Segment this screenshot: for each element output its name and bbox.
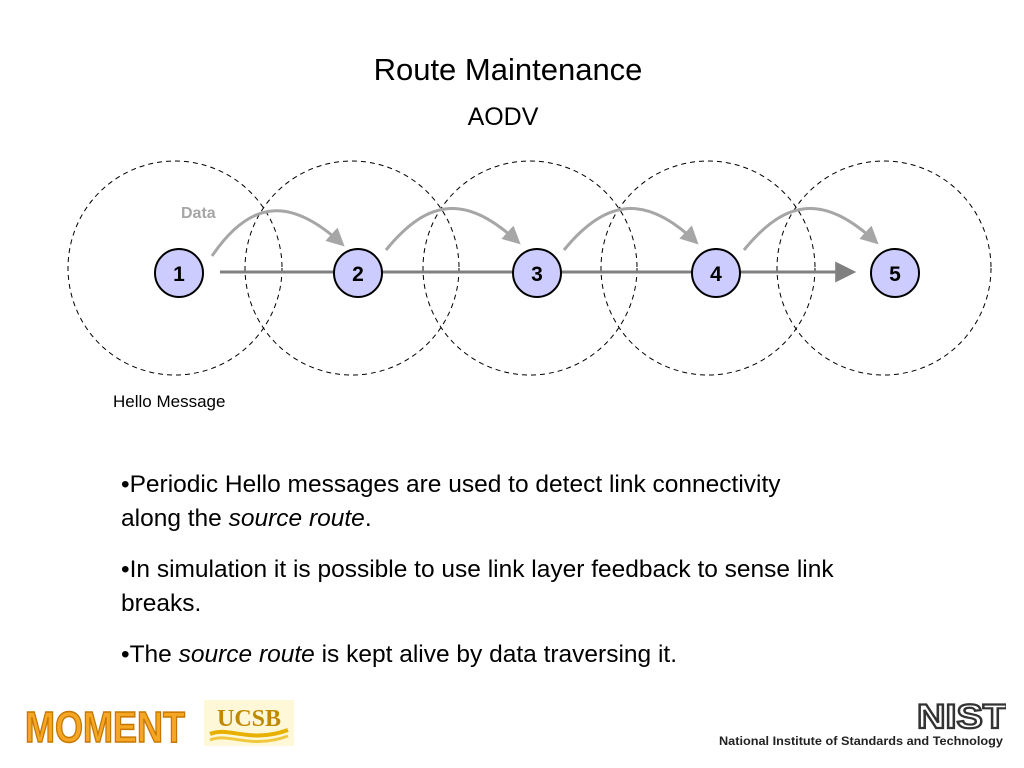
range-circle-2 — [244, 160, 460, 376]
node-4-label: 4 — [710, 263, 722, 286]
node-5: 5 — [870, 248, 920, 298]
moment-logo: MOMENT — [24, 702, 186, 750]
node-3-label: 3 — [531, 263, 543, 286]
nist-full-name: National Institute of Standards and Tech… — [719, 736, 1004, 748]
ucsb-logo: UCSB — [204, 700, 294, 746]
data-arc-1-2 — [210, 209, 345, 257]
ucsb-logo-text: UCSB — [217, 706, 281, 732]
range-circle-1 — [67, 160, 283, 376]
bullet-list: •Periodic Hello messages are used to det… — [121, 468, 841, 689]
node-1: 1 — [154, 248, 204, 298]
hello-message-label: Hello Message — [113, 392, 226, 411]
bullet-1: •Periodic Hello messages are used to det… — [121, 471, 781, 532]
range-circle-4 — [600, 160, 816, 376]
aodv-route-diagram: 1 2 3 4 5 — [67, 160, 992, 376]
data-arc-3-4 — [562, 207, 699, 251]
node-5-label: 5 — [889, 263, 901, 286]
slide-subtitle: AODV — [467, 103, 539, 131]
data-label: Data — [181, 205, 216, 222]
node-4: 4 — [691, 248, 741, 298]
bullet-2: •In simulation it is possible to use lin… — [121, 556, 834, 617]
bullet-3: •The source route is kept alive by data … — [121, 641, 678, 668]
range-circle-5 — [776, 160, 992, 376]
range-circle-3 — [422, 160, 638, 376]
data-arc-2-3 — [384, 207, 521, 251]
node-1-label: 1 — [173, 263, 185, 286]
nist-logo-text: NIST — [917, 698, 1006, 736]
data-arc-4-5 — [742, 207, 879, 251]
node-3: 3 — [512, 248, 562, 298]
slide-title: Route Maintenance — [373, 52, 643, 87]
moment-logo-text: MOMENT — [25, 703, 185, 750]
node-2: 2 — [333, 248, 383, 298]
node-2-label: 2 — [352, 263, 364, 286]
nist-logo: NIST National Institute of Standards and… — [719, 698, 1006, 748]
